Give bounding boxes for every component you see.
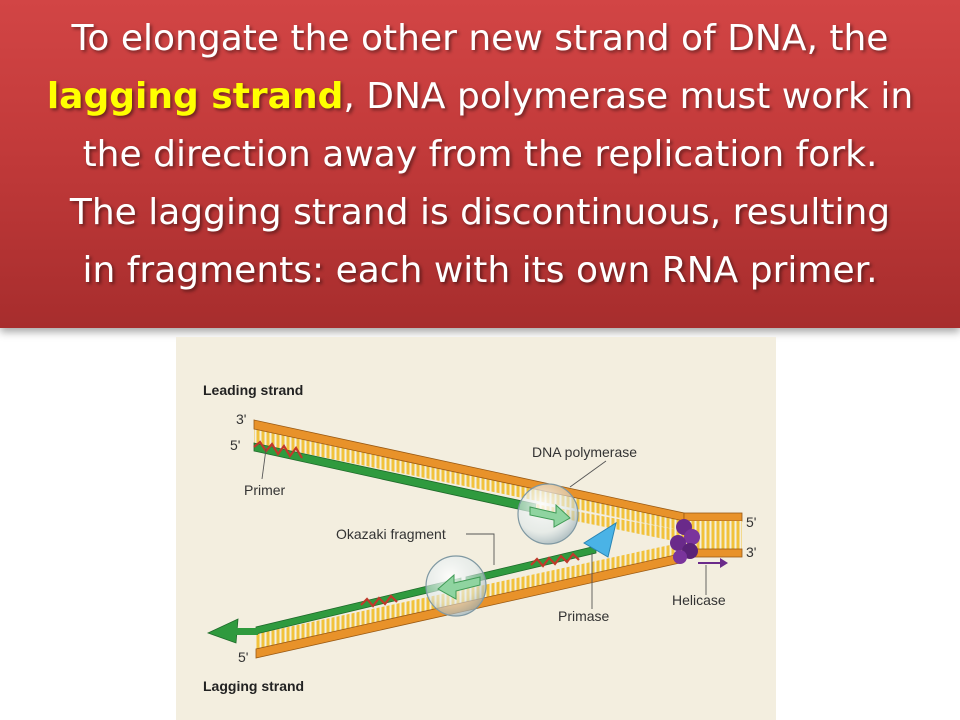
lagging-strand-highlight: lagging strand: [46, 76, 344, 117]
text-line-3: the direction away from the replication …: [82, 134, 878, 175]
text-line-1: To elongate the other new strand of DNA,…: [71, 18, 889, 59]
lagging-synthesis-arrow-icon: [437, 573, 481, 600]
helicase-subunit: [670, 535, 686, 551]
leading-3prime-label: 3': [236, 411, 246, 427]
arrow-shaft: [234, 628, 258, 635]
replication-fork-diagram: Leading strand 3' 5' Primer DNA polymera…: [203, 382, 756, 694]
lagging-primer-1: [360, 594, 398, 608]
lagging-strand-title: Lagging strand: [203, 678, 304, 694]
title-banner: To elongate the other new strand of DNA,…: [0, 0, 960, 328]
parental-top-strand: [683, 512, 743, 522]
helicase-subunit: [673, 550, 687, 564]
helicase-label: Helicase: [672, 592, 726, 608]
helicase-subunit: [684, 529, 700, 545]
text-line-2-rest: , DNA polymerase must work in: [343, 76, 914, 117]
okazaki-fragment-label: Okazaki fragment: [336, 526, 446, 542]
fork-5prime-label: 5': [746, 514, 756, 530]
dna-polymerase-label: DNA polymerase: [532, 444, 637, 460]
helicase-direction-arrow-icon: [698, 558, 728, 568]
primase-shape: [583, 521, 617, 558]
primer-label: Primer: [244, 482, 286, 498]
lagging-direction-arrow: [206, 618, 239, 644]
text-line-4: The lagging strand is discontinuous, res…: [69, 192, 891, 233]
dna-replication-figure: Leading strand 3' 5' Primer DNA polymera…: [176, 337, 776, 720]
leading-strand-title: Leading strand: [203, 382, 303, 398]
slide-text: To elongate the other new strand of DNA,…: [0, 10, 960, 300]
primase-label: Primase: [558, 608, 610, 624]
leader-lines: [261, 448, 707, 609]
lagging-5prime-label: 5': [238, 649, 248, 665]
leading-synthesis-arrow-icon: [529, 503, 571, 528]
leading-5prime-label: 5': [230, 437, 240, 453]
text-line-5: in fragments: each with its own RNA prim…: [82, 250, 878, 291]
text-line-2: lagging strand, DNA polymerase must work…: [0, 68, 960, 126]
leading-strand-arm: [253, 419, 685, 543]
leading-primer: [253, 440, 303, 459]
leading-template-strand: [253, 419, 685, 522]
lagging-primer-2: [530, 552, 580, 568]
helicase-complex: [670, 519, 700, 564]
fork-3prime-label: 3': [746, 544, 756, 560]
